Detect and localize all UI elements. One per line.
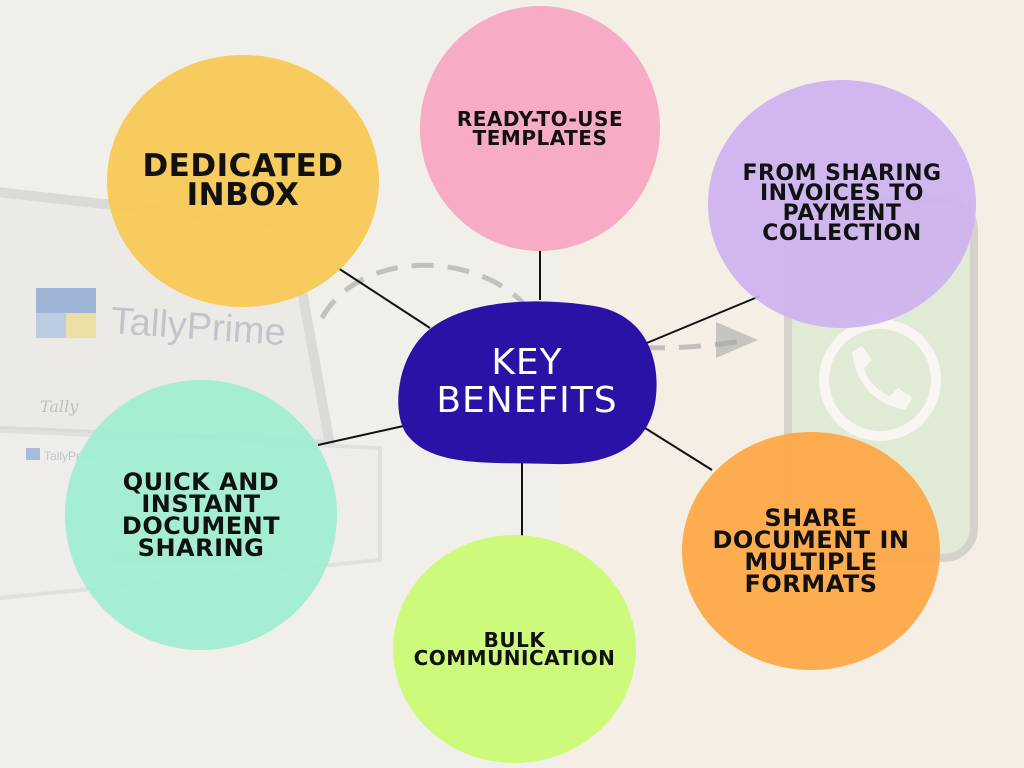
whatsapp-icon (819, 319, 941, 441)
arrow-head-icon (716, 322, 758, 358)
connector-inbox (337, 267, 431, 329)
hub-blob (398, 301, 657, 465)
tally-script-text: Tally (40, 397, 79, 416)
connector-share (644, 427, 713, 471)
connector-invoices (641, 295, 761, 346)
connector-quick (317, 424, 409, 446)
